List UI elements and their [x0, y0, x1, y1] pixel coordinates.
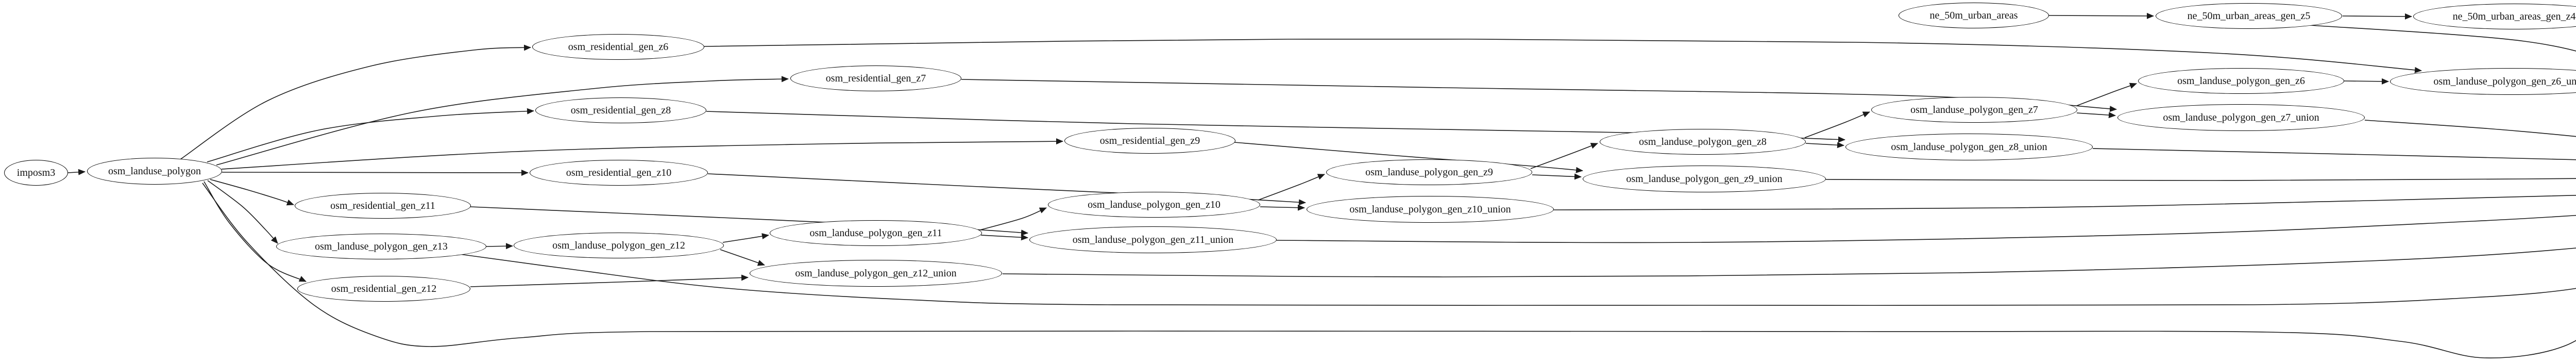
- graph-node-osm_landuse_polygon_gen_z9: osm_landuse_polygon_gen_z9: [1326, 159, 1532, 185]
- graph-node-label: osm_landuse_polygon_gen_z9: [1365, 166, 1493, 178]
- graph-node-label: ne_50m_urban_areas_gen_z5: [2187, 10, 2311, 22]
- graph-node-label: osm_residential_gen_z10: [566, 167, 672, 178]
- edge-osm_landuse_polygon_gen_z11-to-osm_landuse_polygon_gen_z11_union: [980, 234, 1028, 241]
- graph-node-label: osm_landuse_polygon_gen_z8_union: [1891, 141, 2047, 153]
- graph-node-label: ne_50m_urban_areas: [1929, 9, 2018, 21]
- edge-osm_landuse_polygon_gen_z10_union-to-layer_landuse:z10: [1553, 195, 2576, 210]
- edge-ne_50m_urban_areas_gen_z5-to-layer_landuse:z5: [2302, 24, 2576, 52]
- graph-node-ne_50m_urban_areas: ne_50m_urban_areas: [1899, 3, 2049, 28]
- edge-imposm3-to-osm_landuse_polygon: [67, 169, 86, 175]
- graph-node-osm_landuse_polygon_gen_z8: osm_landuse_polygon_gen_z8: [1600, 129, 1806, 155]
- graph-node-osm_landuse_polygon_gen_z8_union: osm_landuse_polygon_gen_z8_union: [1845, 134, 2093, 160]
- edge-osm_landuse_polygon_gen_z9_union-to-layer_landuse:z9: [1825, 178, 2576, 181]
- edge-ne_50m_urban_areas_gen_z5-to-ne_50m_urban_areas_gen_z4: [2342, 13, 2412, 20]
- graph-node-label: osm_residential_gen_z12: [331, 283, 437, 294]
- graph-node-label: osm_residential_gen_z7: [825, 72, 926, 84]
- graph-node-label: osm_landuse_polygon_gen_z12_union: [795, 267, 957, 279]
- edge-osm_landuse_polygon-to-layer_landuse:z14+: [202, 183, 2576, 358]
- graph-node-osm_landuse_polygon_gen_z12: osm_landuse_polygon_gen_z12: [514, 233, 724, 258]
- graph-node-label: osm_residential_gen_z6: [568, 41, 669, 53]
- graph-node-osm_residential_gen_z7: osm_residential_gen_z7: [790, 65, 961, 91]
- edge-osm_landuse_polygon_gen_z7_union-to-layer_landuse:z7: [2364, 120, 2576, 137]
- graph-node-label: osm_landuse_polygon_gen_z12: [552, 239, 685, 251]
- graph-node-osm_residential_gen_z9: osm_residential_gen_z9: [1064, 128, 1235, 154]
- graph-node-osm_landuse_polygon_gen_z10_union: osm_landuse_polygon_gen_z10_union: [1307, 196, 1554, 223]
- edge-osm_landuse_polygon-to-osm_residential_gen_z10: [222, 169, 529, 176]
- edge-osm_landuse_polygon-to-osm_residential_gen_z6: [180, 44, 531, 160]
- graph-node-osm_landuse_polygon_gen_z9_union: osm_landuse_polygon_gen_z9_union: [1583, 166, 1826, 192]
- graph-node-osm_landuse_polygon_gen_z7: osm_landuse_polygon_gen_z7: [1871, 97, 2077, 123]
- edge-osm_landuse_polygon-to-osm_residential_gen_z9: [221, 138, 1063, 170]
- graph-node-label: osm_landuse_polygon_gen_z8: [1639, 136, 1767, 147]
- graph-node-label: osm_landuse_polygon_gen_z11: [809, 227, 942, 239]
- edge-osm_landuse_polygon_gen_z11_union-to-layer_landuse:z11: [1276, 215, 2576, 243]
- graph-node-osm_landuse_polygon_gen_z11_union: osm_landuse_polygon_gen_z11_union: [1029, 226, 1277, 253]
- graph-node-ne_50m_urban_areas_gen_z4: ne_50m_urban_areas_gen_z4: [2413, 4, 2576, 29]
- graph-node-label: osm_landuse_polygon_gen_z9_union: [1626, 173, 1783, 185]
- edge-osm_landuse_polygon-to-osm_residential_gen_z11: [210, 179, 294, 206]
- graph-node-osm_landuse_polygon_gen_z11: osm_landuse_polygon_gen_z11: [770, 220, 982, 246]
- graph-node-imposm3: imposm3: [4, 160, 68, 186]
- edges-group: [67, 12, 2576, 358]
- edge-osm_residential_gen_z12-to-osm_landuse_polygon_gen_z12_union: [470, 274, 749, 287]
- edge-osm_landuse_polygon_gen_z9-to-osm_landuse_polygon_gen_z8: [1530, 143, 1598, 169]
- edge-osm_landuse_polygon_gen_z10-to-osm_landuse_polygon_gen_z9: [1258, 174, 1325, 201]
- edge-osm_landuse_polygon_gen_z8-to-osm_landuse_polygon_gen_z7: [1804, 111, 1870, 138]
- edge-osm_landuse_polygon_gen_z12-to-osm_landuse_polygon_gen_z11: [722, 233, 769, 243]
- graph-node-label: osm_landuse_polygon_gen_z10: [1088, 199, 1221, 210]
- graph-node-label: osm_landuse_polygon_gen_z13: [315, 240, 448, 252]
- graph-node-label: osm_landuse_polygon: [108, 165, 201, 177]
- graph-node-label: ne_50m_urban_areas_gen_z4: [2452, 10, 2576, 22]
- graph-node-osm_residential_gen_z12: osm_residential_gen_z12: [297, 276, 470, 302]
- edge-osm_residential_gen_z6-to-osm_landuse_polygon_gen_z6_union: [704, 38, 2422, 73]
- edge-osm_landuse_polygon_gen_z7-to-osm_landuse_polygon_gen_z6: [2076, 83, 2137, 106]
- graph-node-label: osm_residential_gen_z11: [330, 200, 435, 211]
- graph-node-osm_landuse_polygon_gen_z7_union: osm_landuse_polygon_gen_z7_union: [2117, 104, 2365, 131]
- edge-osm_landuse_polygon_gen_z7-to-osm_landuse_polygon_gen_z7_union: [2076, 112, 2116, 119]
- graph-node-label: osm_residential_gen_z9: [1099, 135, 1200, 146]
- graph-node-label: osm_landuse_polygon_gen_z6: [2177, 75, 2305, 87]
- edge-osm_landuse_polygon_gen_z8_union-to-layer_landuse:z8: [2092, 148, 2576, 160]
- graph-node-label: osm_landuse_polygon_gen_z10_union: [1349, 203, 1511, 215]
- edge-ne_50m_urban_areas-to-ne_50m_urban_areas_gen_z5: [2048, 12, 2154, 19]
- graph-node-label: osm_residential_gen_z8: [570, 104, 671, 116]
- graph-node-osm_residential_gen_z8: osm_residential_gen_z8: [535, 97, 706, 123]
- graph-node-osm_residential_gen_z6: osm_residential_gen_z6: [532, 34, 704, 60]
- edge-osm_landuse_polygon_gen_z13-to-layer_landuse:z13: [452, 253, 2576, 306]
- graph-node-osm_landuse_polygon_gen_z12_union: osm_landuse_polygon_gen_z12_union: [750, 260, 1002, 287]
- edge-osm_landuse_polygon_gen_z9-to-osm_landuse_polygon_gen_z9_union: [1532, 173, 1582, 180]
- edge-osm_landuse_polygon-to-osm_residential_gen_z8: [207, 108, 534, 162]
- edge-osm_landuse_polygon_gen_z11-to-osm_landuse_polygon_gen_z10: [979, 207, 1047, 231]
- edge-osm_landuse_polygon-to-osm_landuse_polygon_gen_z13: [207, 180, 278, 244]
- graph-node-label: osm_landuse_polygon_gen_z11_union: [1072, 234, 1234, 245]
- graph-node-ne_50m_urban_areas_gen_z5: ne_50m_urban_areas_gen_z5: [2156, 3, 2342, 29]
- edge-osm_landuse_polygon_gen_z12_union-to-layer_landuse:z12: [1002, 248, 2576, 277]
- edge-osm_landuse_polygon_gen_z10-to-osm_landuse_polygon_gen_z10_union: [1260, 204, 1305, 211]
- graph-node-osm_residential_gen_z11: osm_residential_gen_z11: [295, 193, 471, 219]
- graph-node-osm_landuse_polygon_gen_z13: osm_landuse_polygon_gen_z13: [276, 234, 486, 259]
- graph-node-osm_landuse_polygon_gen_z10: osm_landuse_polygon_gen_z10: [1048, 192, 1260, 218]
- graph-node-label: osm_landuse_polygon_gen_z6_union: [2433, 75, 2576, 87]
- graph-node-osm_landuse_polygon_gen_z6: osm_landuse_polygon_gen_z6: [2138, 68, 2344, 94]
- graph-node-label: imposm3: [16, 167, 56, 178]
- edge-osm_landuse_polygon-to-osm_residential_gen_z7: [216, 76, 789, 166]
- graph-node-osm_residential_gen_z10: osm_residential_gen_z10: [530, 160, 708, 186]
- edge-osm_landuse_polygon-to-osm_residential_gen_z12: [204, 181, 307, 282]
- graph-node-label: osm_landuse_polygon_gen_z7_union: [2163, 111, 2319, 123]
- graph-node-osm_landuse_polygon: osm_landuse_polygon: [87, 158, 222, 185]
- edge-osm_landuse_polygon_gen_z8-to-osm_landuse_polygon_gen_z8_union: [1805, 142, 1844, 149]
- edge-osm_residential_gen_z9-to-osm_landuse_polygon_gen_z9_union: [1234, 142, 1583, 173]
- graph-node-label: osm_landuse_polygon_gen_z7: [1910, 104, 2038, 116]
- edge-osm_landuse_polygon_gen_z12-to-osm_landuse_polygon_gen_z12_union: [720, 249, 765, 266]
